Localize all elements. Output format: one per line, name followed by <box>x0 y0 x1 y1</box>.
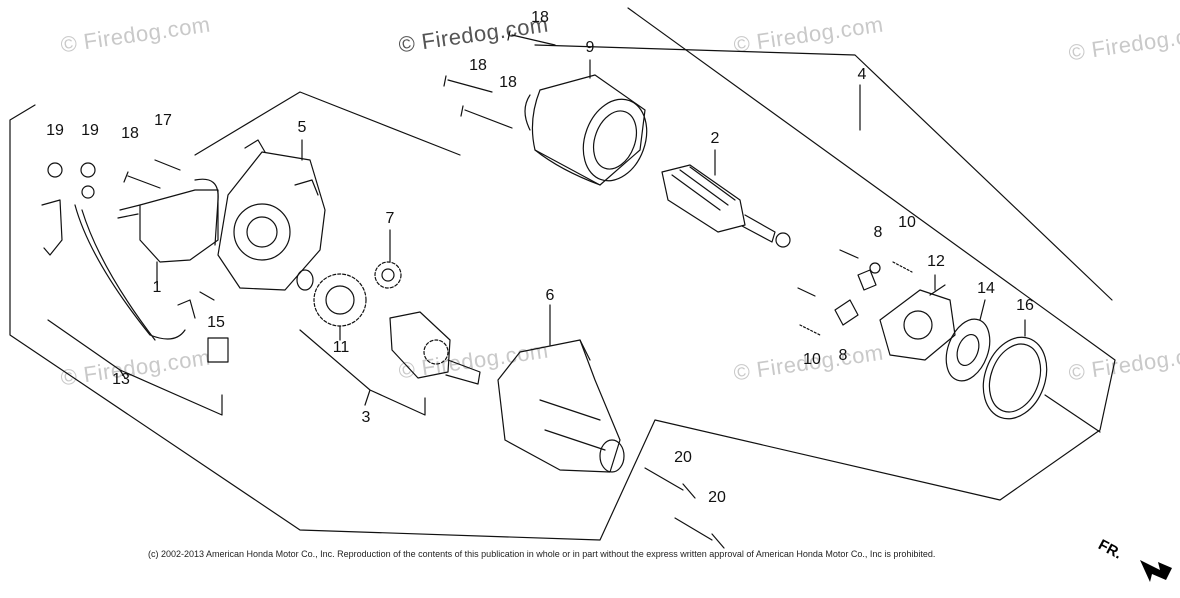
leader-14 <box>979 299 986 321</box>
callout-5: 5 <box>297 119 307 136</box>
motor-yoke-9 <box>524 74 648 186</box>
gear-11 <box>313 273 367 327</box>
callout-15: 15 <box>207 314 225 331</box>
bolt-18c <box>460 105 513 129</box>
bolt-18-left <box>123 171 161 189</box>
bolt-18a <box>507 30 556 46</box>
nut-19a <box>47 162 63 178</box>
callout-17: 17 <box>154 112 172 129</box>
bolt-20a <box>644 467 696 499</box>
cable-13 <box>41 199 229 363</box>
callout-6: 6 <box>545 287 555 304</box>
gear-7 <box>374 261 402 289</box>
front-direction-arrow <box>1140 560 1172 582</box>
callout-9: 9 <box>585 39 595 56</box>
bolt-18b <box>443 75 493 93</box>
washer <box>296 269 314 291</box>
callout-18a: 18 <box>531 9 549 26</box>
bolt-20b <box>674 517 725 549</box>
callout-18d: 18 <box>121 125 139 142</box>
callout-12: 12 <box>927 253 945 270</box>
callout-7: 7 <box>385 210 395 227</box>
bracket-3 <box>299 329 426 416</box>
callout-16: 16 <box>1016 297 1034 314</box>
washer-19b <box>81 185 95 199</box>
callout-8a: 8 <box>873 224 883 241</box>
callout-14: 14 <box>977 280 995 297</box>
brush-8a <box>857 269 877 291</box>
callout-3: 3 <box>361 409 371 426</box>
clutch-3 <box>389 311 481 385</box>
bracket-4 <box>534 44 1113 301</box>
callout-19a: 19 <box>46 122 64 139</box>
bracket-13 <box>47 319 223 416</box>
bracket-16 <box>1044 394 1101 433</box>
callout-10b: 10 <box>803 351 821 368</box>
callout-11: 11 <box>332 339 350 356</box>
bracket-housing <box>194 91 461 156</box>
bolt-15 <box>199 291 215 301</box>
callout-20a: 20 <box>674 449 692 466</box>
callout-20b: 20 <box>708 489 726 506</box>
plate-14 <box>945 318 991 382</box>
callout-2: 2 <box>710 130 720 147</box>
brush-holder-12 <box>879 284 956 361</box>
front-housing-6 <box>497 339 625 473</box>
callout-4: 4 <box>857 66 867 83</box>
callout-18b: 18 <box>469 57 487 74</box>
callout-10a: 10 <box>898 214 916 231</box>
callout-8b: 8 <box>838 347 848 364</box>
solenoid-1 <box>117 178 219 263</box>
nut-19b <box>80 162 96 178</box>
screw-8a <box>839 249 859 259</box>
armature-2 <box>661 164 791 248</box>
callout-18c: 18 <box>499 74 517 91</box>
end-housing-5 <box>217 139 326 291</box>
assembly-outline <box>9 7 1116 541</box>
gasket-16 <box>982 336 1048 420</box>
callout-19b: 19 <box>81 122 99 139</box>
callout-1: 1 <box>152 279 162 296</box>
copyright-notice: (c) 2002-2013 American Honda Motor Co., … <box>148 549 936 559</box>
screw-8b <box>797 287 816 297</box>
spring-10b <box>799 324 821 336</box>
callout-13: 13 <box>112 371 130 388</box>
bolt-17 <box>154 159 181 171</box>
spring-10a <box>892 261 913 273</box>
brush-8b <box>834 299 859 326</box>
